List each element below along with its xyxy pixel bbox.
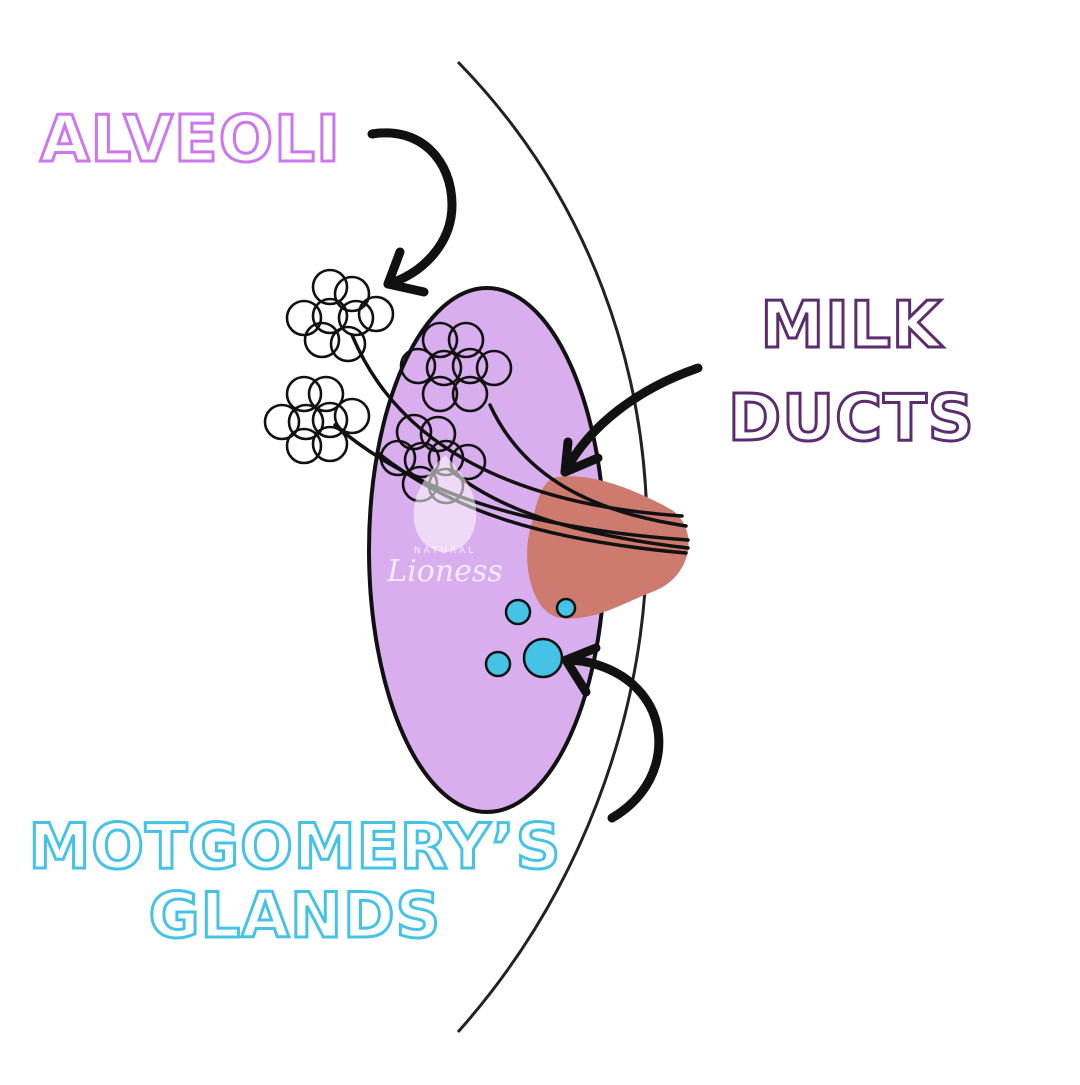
montgomery-arrow	[561, 643, 664, 823]
milk-duct	[448, 468, 690, 550]
gland-dot	[522, 637, 564, 679]
watermark-main-text: Lioness	[387, 554, 503, 589]
watermark-top-text: NATURAL	[413, 546, 477, 556]
milk-ducts-label: MILK DUCTS	[727, 280, 976, 466]
montgomery-glands	[484, 597, 577, 679]
gland-dot	[555, 597, 577, 619]
alveoli-cluster	[285, 268, 395, 363]
montgomery-label-line1: MOTGOMERY’S	[27, 810, 562, 883]
gland-dot	[484, 650, 512, 678]
milk-ducts-label-line2: DUCTS	[727, 380, 976, 457]
alveoli-label: ALVEOLI	[39, 103, 342, 177]
nipple-shape	[527, 476, 689, 619]
montgomery-label-line2: GLANDS	[147, 879, 442, 953]
montgomery-glands-label: MOTGOMERY’S GLANDS	[0, 810, 590, 953]
alveoli-cluster	[399, 321, 513, 413]
watermark-logo	[413, 455, 477, 552]
gland-dot	[504, 598, 532, 626]
alveoli-cluster	[263, 375, 371, 465]
watermark-text: NATURAL Lioness	[380, 480, 510, 589]
milk-ducts-label-line1: MILK	[759, 288, 943, 365]
milk-duct	[488, 403, 688, 528]
alveoli-arrow	[367, 128, 457, 297]
milk-ducts-arrow	[560, 363, 703, 477]
milk-duct	[333, 423, 690, 542]
alveoli-clusters	[263, 268, 513, 505]
watermark-drop-shape	[413, 455, 477, 552]
